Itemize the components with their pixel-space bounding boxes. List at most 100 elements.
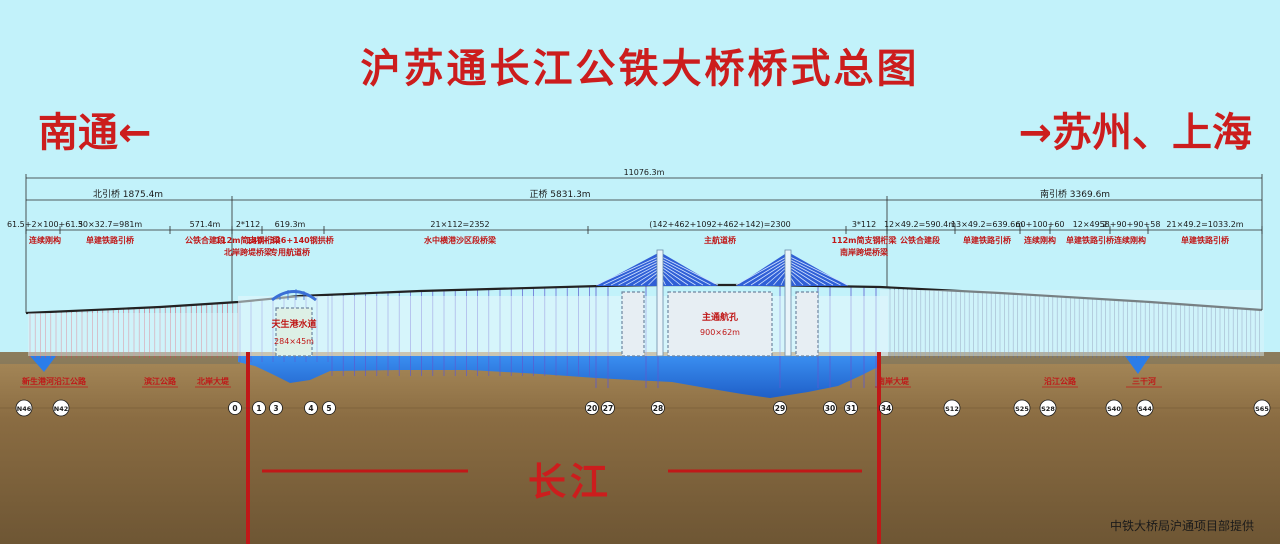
span-type-label: 单建铁路引桥 — [1066, 235, 1115, 245]
pier-marker-label: 20 — [587, 404, 597, 413]
span-dimension-label: 21×49.2=1033.2m — [1166, 220, 1243, 229]
stream-south — [1125, 356, 1150, 374]
stream-north — [30, 356, 56, 372]
pier-marker-label: 5 — [326, 404, 331, 413]
pier-marker-circle — [601, 401, 615, 415]
stay-cable — [659, 258, 711, 286]
pier-marker-circle — [773, 401, 787, 415]
pier-marker-circle — [585, 401, 599, 415]
arch-bridge — [271, 290, 317, 302]
pier-marker-circle — [252, 401, 266, 415]
span-type-label: 北岸跨堤桥梁 — [224, 247, 273, 257]
stay-cable — [787, 265, 819, 286]
stay-cable — [659, 263, 696, 286]
stay-cable — [659, 260, 704, 286]
pier-marker-circle — [322, 401, 336, 415]
span-type-label: 单建铁路引桥 — [963, 235, 1012, 245]
pier-marker-label: 1 — [256, 404, 261, 413]
pier-marker-circle — [1039, 399, 1057, 417]
section-south: 南引桥 3369.6m — [1040, 188, 1110, 200]
stay-cable — [765, 265, 789, 286]
tiansheng-clearance-box — [275, 307, 313, 357]
stay-cable — [787, 255, 849, 286]
span-type-label: 单建铁路引桥 — [86, 235, 135, 245]
stay-cable — [787, 260, 834, 286]
section-north: 北引桥 1875.4m — [93, 188, 163, 200]
pier-marker-label: 0 — [232, 404, 237, 413]
river-label: 长江 — [527, 460, 612, 504]
direction-suzhou-shanghai: →苏州、上海 — [1018, 110, 1252, 156]
span-dimension-label: 58+90+90+58 — [1100, 220, 1161, 229]
road-label: 南岸大堤 — [877, 376, 910, 386]
span-dimension-label: 61.5+2×100+61.5 — [7, 220, 83, 229]
span-dimension-label: 619.3m — [275, 220, 306, 229]
span-ticks — [25, 226, 1263, 234]
span-dimension-label: 3*112 — [852, 220, 876, 229]
span-type-label: 单建铁路引桥 — [1181, 235, 1230, 245]
stay-cable — [659, 255, 719, 286]
land-surface-north — [0, 352, 240, 364]
span-dimension-label: 2*112 — [236, 220, 260, 229]
road-label: 沿江公路 — [1044, 376, 1077, 386]
stay-cable — [610, 260, 661, 286]
road-label: 新生港河 — [22, 376, 54, 386]
main-clearance-box — [667, 291, 773, 357]
stay-cable — [595, 255, 661, 286]
approach-piers-north — [29, 302, 239, 358]
pier-marker-label: 4 — [308, 404, 313, 413]
credit-text: 中铁大桥局沪通项目部提供 — [1109, 519, 1254, 533]
pier-marker-circle — [1105, 399, 1123, 417]
stay-cable — [633, 268, 661, 286]
main-bridge-bays — [238, 296, 888, 356]
span-dimension-label: 21×112=2352 — [430, 220, 489, 229]
span-dimension-label: 571.4m — [190, 220, 221, 229]
arch-hangers — [279, 289, 305, 300]
span-type-label: 主航道桥 — [704, 235, 737, 245]
tower-pylon-left — [656, 249, 664, 357]
south-bank-post — [877, 352, 881, 544]
pier-marker-circle — [269, 401, 283, 415]
pier-marker-label: S25 — [1015, 405, 1029, 413]
pier-marker-circle — [879, 401, 893, 415]
span-type-label: 连续刚构 — [1114, 235, 1146, 245]
approach-piers-south — [889, 287, 1260, 358]
pier-marker-label: 30 — [825, 404, 835, 413]
approach-bay-band-south — [880, 290, 1264, 356]
ground — [0, 352, 1280, 544]
total-length: 11076.3m — [624, 168, 665, 177]
stay-cable — [787, 258, 841, 286]
span-dimension-label: (142+462+1092+462+142)=2300 — [649, 220, 791, 229]
road-labels: 新生港河沿江公路滨江公路北岸大堤南岸大堤沿江公路三干河 — [20, 376, 1162, 388]
pier-marker-label: 28 — [653, 404, 663, 413]
tiansheng-channel-size: 284×45m — [274, 337, 314, 346]
pier-marker-circle — [1013, 399, 1031, 417]
section-main: 正桥 5831.3m — [529, 188, 590, 200]
stay-cable — [659, 268, 681, 286]
span-type-label: 南岸跨堤桥梁 — [840, 247, 889, 257]
span-type-label: 水中横港沙区段桥梁 — [423, 235, 497, 245]
span-type-label: 公铁合建段 — [900, 235, 940, 245]
span-dimension-label: 12×49.2 — [1073, 220, 1108, 229]
pier-marker-circle — [304, 401, 318, 415]
tower-pylon-right — [784, 249, 792, 357]
side-clearance-right — [795, 291, 819, 357]
stay-cable — [735, 255, 789, 286]
span-dimension-label: 13×49.2=639.6m — [951, 220, 1023, 229]
approach-bay-band-north — [28, 313, 238, 356]
pier-marker-circle — [844, 401, 858, 415]
pier-marker-circle — [943, 399, 961, 417]
pier-marker-label: 27 — [603, 404, 613, 413]
span-dimension-label: 30×32.7=981m — [78, 220, 143, 229]
pier-marker-circle — [651, 401, 665, 415]
stay-cable — [743, 258, 789, 286]
span-type-label: 连续刚构 — [29, 235, 61, 245]
span-dimension-label: 60+100+60 — [1015, 220, 1064, 229]
river-water — [238, 356, 880, 398]
span-type-label: 112m简支钢桁梁 — [831, 235, 897, 245]
pier-marker-label: S40 — [1107, 405, 1121, 413]
span-type-label: 112m简支钢桁梁 — [215, 235, 281, 245]
pier-marker-label: 3 — [273, 404, 278, 413]
stay-cable — [750, 260, 789, 286]
